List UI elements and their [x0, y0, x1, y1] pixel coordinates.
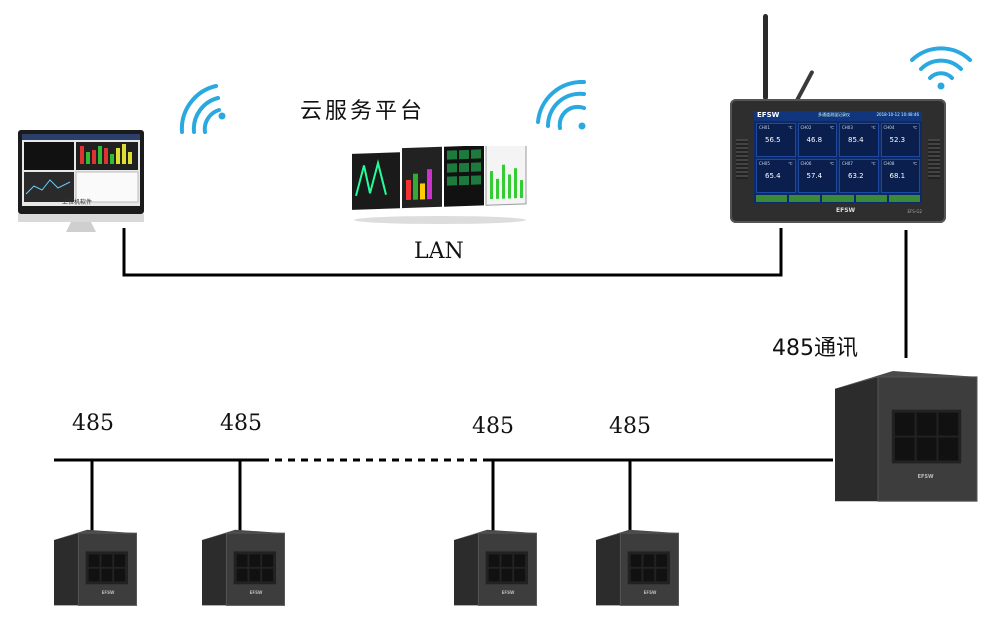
recorder-unit-3: EFSW [452, 528, 540, 614]
channel-name: CH02 [800, 125, 812, 130]
bus-node-label-2: 485 [220, 411, 262, 436]
device-brand: EFSW [643, 589, 657, 595]
hmi-antenna [763, 14, 768, 100]
wifi-icon [536, 80, 586, 130]
channel-value: 65.4 [765, 172, 781, 180]
hmi-screen: EFSW 多通道测温记录仪 2018-10-12 10:48:46 CH01 ℃ 5… [754, 111, 922, 203]
speaker-grille-right [928, 139, 940, 179]
channel-unit: ℃ [871, 161, 876, 166]
channel-unit: ℃ [829, 161, 835, 166]
hmi-channel-cell: CH02 ℃ 46.8 [797, 123, 837, 157]
channel-unit: ℃ [912, 161, 918, 166]
hmi-model: EFS-G2 [907, 209, 922, 214]
speaker-grille-left [736, 139, 748, 179]
channel-unit: ℃ [788, 125, 793, 130]
cloud-platform-title: 云服务平台 [300, 99, 426, 124]
channel-value: 52.3 [889, 136, 906, 144]
lan-label: LAN [414, 239, 464, 264]
channel-value: 63.2 [848, 172, 864, 180]
hmi-bottom-brand: EFSW [836, 207, 856, 214]
wifi-icon [910, 46, 972, 90]
hmi-screen-title: 多通道测温记录仪 [818, 112, 850, 117]
recorder-unit-1: EFSW [52, 528, 140, 614]
device-brand: EFSW [917, 473, 934, 480]
hmi-channel-cell: CH06 ℃ 57.4 [797, 159, 837, 193]
hmi-channel-cell: CH05 ℃ 65.4 [756, 159, 796, 193]
recorder-unit-main: EFSW [833, 368, 983, 516]
channel-name: CH04 [883, 125, 895, 130]
comm-label: 485通讯 [772, 336, 858, 361]
hmi-panel: EFSW 多通道测温记录仪 2018-10-12 10:48:46 CH01 ℃ 5… [730, 99, 946, 223]
hmi-channel-cell: CH03 ℃ 85.4 [839, 123, 879, 157]
bus-node-label-4: 485 [609, 414, 651, 439]
channel-unit: ℃ [788, 161, 793, 166]
hmi-channel-cell: CH08 ℃ 68.1 [880, 159, 920, 193]
channel-name: CH05 [759, 161, 770, 166]
device-brand: EFSW [249, 589, 263, 595]
channel-unit: ℃ [829, 125, 835, 130]
pc-software-caption: 上位机软件 [62, 199, 93, 206]
lan-link [122, 228, 783, 277]
wifi-icon [179, 84, 226, 134]
bus-node-label-3: 485 [472, 414, 514, 439]
hmi-channel-cell: CH01 ℃ 56.5 [756, 123, 796, 157]
pc-monitor [18, 130, 144, 232]
hmi-softkeys [756, 195, 921, 202]
channel-name: CH01 [759, 125, 770, 130]
channel-value: 46.8 [806, 136, 823, 144]
recorder-unit-2: EFSW [200, 528, 288, 614]
channel-value: 56.5 [765, 136, 781, 144]
hmi-datetime: 2018-10-12 10:48:46 [876, 112, 919, 117]
device-brand: EFSW [101, 589, 115, 595]
hmi-brand: EFSW [757, 111, 780, 119]
channel-name: CH06 [800, 161, 812, 166]
channel-name: CH08 [883, 161, 895, 166]
hmi-channel-cell: CH04 ℃ 52.3 [880, 123, 920, 157]
device-brand: EFSW [501, 589, 515, 595]
channel-unit: ℃ [871, 125, 876, 130]
bus-node-label-1: 485 [72, 411, 114, 436]
channel-unit: ℃ [912, 125, 918, 130]
channel-value: 85.4 [848, 136, 864, 144]
hmi-channel-cell: CH07 ℃ 63.2 [839, 159, 879, 193]
channel-name: CH07 [842, 161, 853, 166]
channel-value: 57.4 [806, 172, 823, 180]
channel-name: CH03 [842, 125, 853, 130]
channel-value: 68.1 [889, 172, 906, 180]
cloud-platform-screens [352, 146, 527, 224]
recorder-unit-4: EFSW [594, 528, 682, 614]
